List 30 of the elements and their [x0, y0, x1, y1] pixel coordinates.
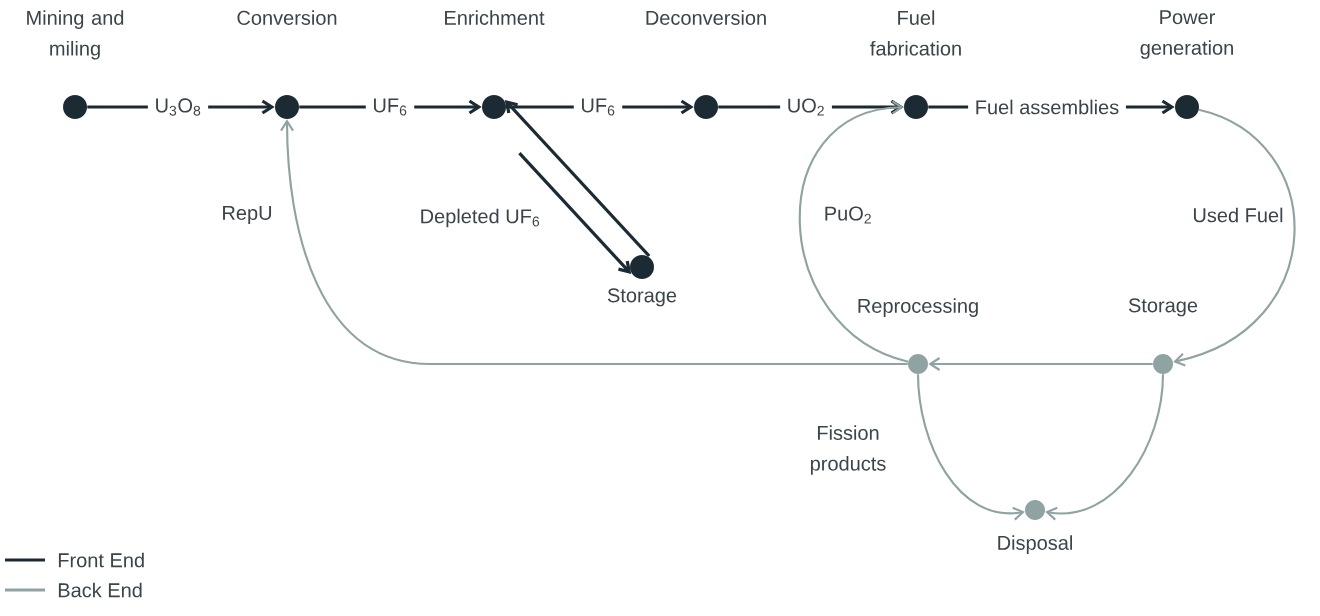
arrow [916, 374, 1025, 521]
arrow [504, 99, 651, 258]
node-label: Fuel fabrication [870, 10, 961, 56]
edge-label: UF$_{6}$ [573, 95, 623, 119]
node-label: Enrichment [445, 10, 545, 25]
arrow [798, 100, 909, 363]
node-label: Disposal [998, 535, 1072, 554]
edge-label: UO$_{2}$ [780, 95, 832, 119]
arrow [1045, 374, 1165, 521]
arrow [280, 119, 908, 366]
edge-label: UF$_{6}$ [365, 95, 415, 119]
arrow [518, 152, 632, 275]
edge-label: Fission products [810, 425, 886, 475]
edge-label: U$_{3}$O$_{8}$ [147, 95, 209, 119]
edge-label: RepU [223, 206, 272, 224]
node-label: Reprocessing [858, 298, 978, 317]
node-label: Conversion [237, 10, 337, 25]
node-label: Mining and miling [27, 10, 124, 60]
node-label: Power generation [1140, 10, 1233, 59]
legend-label: Back End [58, 582, 142, 598]
edge-label: PuO$_{2}$ [825, 206, 871, 224]
edge-label: Depleted UF$_{6}$ [421, 208, 540, 228]
legend-label: Front End [58, 552, 144, 568]
arrow [1173, 108, 1296, 367]
node-label: Storage [1128, 298, 1198, 317]
node-label: Storage [607, 288, 677, 307]
edge-label: Used Fuel [1194, 207, 1283, 223]
edge-label: Fuel assemblies [968, 97, 1126, 117]
node-label: Deconversion [646, 10, 766, 25]
arrow [928, 357, 1153, 371]
